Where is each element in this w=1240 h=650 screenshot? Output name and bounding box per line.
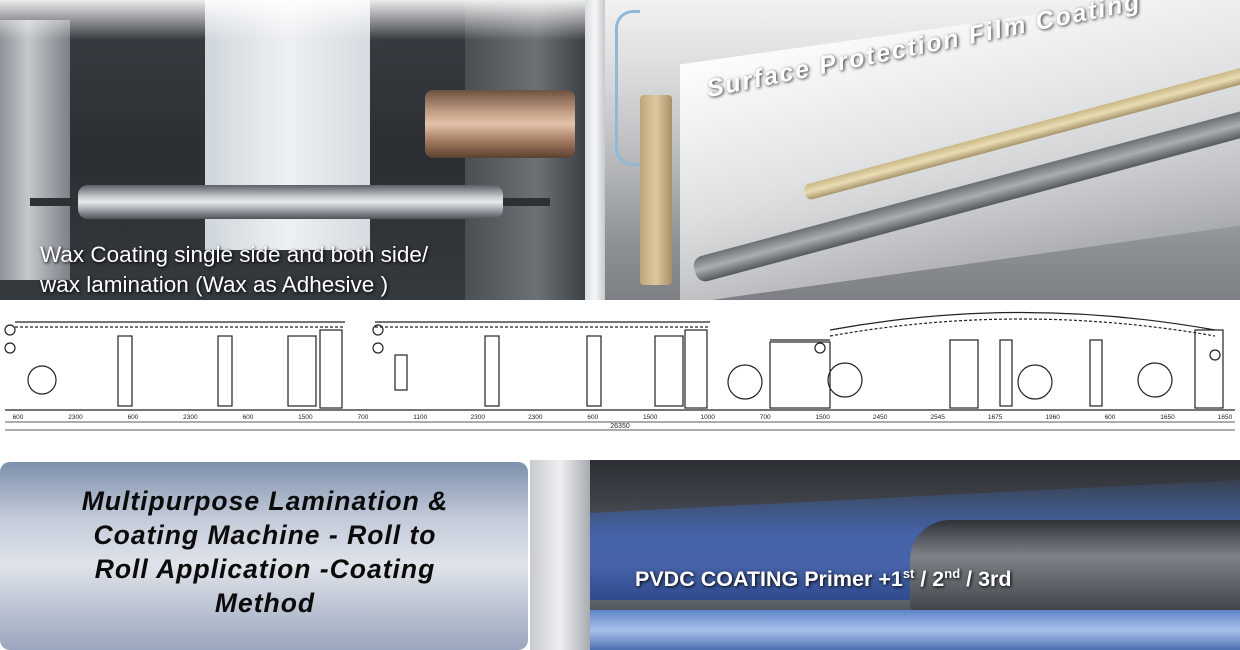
dimension-label: 1000: [700, 414, 715, 421]
dimension-labels: 600 2300 600 2300 600 1500 700 1100 2300 2300 600 1…: [13, 414, 1233, 421]
dimension-label: 600: [13, 414, 24, 421]
dryer-arch: [829, 311, 1216, 331]
air-hose: [615, 10, 640, 166]
dimension-label: 700: [760, 414, 771, 421]
dimension-label: 2300: [68, 414, 83, 421]
chrome-roller: [78, 185, 503, 219]
machine-end-plate: [530, 460, 590, 650]
dryer-arch: [829, 318, 1216, 337]
photo-top-fade: [0, 0, 585, 40]
frame-upright: [654, 335, 684, 407]
machine-drawing-svg: 600 2300 600 2300 600 1500 700 1100 2300 2300 600 1…: [4, 311, 1235, 431]
frame-upright: [586, 335, 602, 407]
frame-upright: [484, 335, 500, 407]
dimension-label: 2300: [183, 414, 198, 421]
frame-upright: [394, 354, 408, 391]
main-title: Multipurpose Lamination & Coating Machin…: [30, 484, 500, 620]
guide-roll: [4, 324, 16, 336]
machine-drawing: 600 2300 600 2300 600 1500 700 1100 2300 2300 600 1…: [0, 300, 1240, 455]
dimension-label: 1500: [815, 414, 830, 421]
machine-frame-left: [0, 20, 70, 280]
blue-roller: [530, 610, 1240, 650]
unwinder-roll: [1137, 362, 1173, 398]
guide-roll: [372, 342, 384, 354]
dimension-label: 700: [357, 414, 368, 421]
machine-post: [585, 0, 605, 305]
guide-roll: [4, 342, 16, 354]
frame-upright: [1089, 339, 1103, 407]
dimension-label: 2300: [528, 414, 543, 421]
coating-head: [319, 329, 343, 409]
main-title-line4: Method: [214, 588, 316, 618]
wax-coating-photo: Wax Coating single side and both side/ w…: [0, 0, 585, 305]
dimension-label: 600: [587, 414, 598, 421]
dimension-label: 1650: [1218, 414, 1233, 421]
coating-head: [684, 329, 708, 409]
copper-roll: [425, 90, 575, 158]
title-box: Multipurpose Lamination & Coating Machin…: [0, 462, 528, 650]
unwinder-roll: [727, 364, 763, 400]
guide-roll: [1209, 349, 1221, 361]
frame-upright: [999, 339, 1013, 407]
wax-caption: Wax Coating single side and both side/ w…: [40, 240, 560, 300]
pvdc-sup-1: st: [902, 566, 915, 581]
dimension-label: 600: [1105, 414, 1116, 421]
wax-caption-line2: wax lamination (Wax as Adhesive ): [40, 272, 389, 297]
dimension-label: 600: [128, 414, 139, 421]
unwinder-roll: [1017, 364, 1053, 400]
pvdc-sep-1: / 2: [914, 567, 945, 592]
pvdc-caption: PVDC COATING Primer +1st / 2nd / 3rd: [635, 566, 1012, 592]
film-coating-photo: [585, 0, 1240, 305]
dimension-label: 1100: [413, 414, 427, 421]
dimension-label: 1960: [1045, 414, 1060, 421]
pvdc-sep-2: / 3rd: [960, 567, 1012, 592]
wooden-bracket: [640, 95, 672, 285]
frame-upright: [287, 335, 317, 407]
coating-head: [949, 339, 979, 409]
pvdc-caption-main: PVDC COATING Primer +1: [635, 567, 903, 592]
dimension-label: 600: [242, 414, 253, 421]
guide-roll: [814, 342, 826, 354]
frame-upright: [117, 335, 133, 407]
dimension-label: 1650: [1160, 414, 1175, 421]
dimension-label: 1500: [298, 414, 313, 421]
coating-head: [1194, 329, 1224, 409]
guide-roll: [372, 324, 384, 336]
unwinder-roll: [27, 365, 57, 395]
dimension-label: 1675: [988, 414, 1003, 421]
dimension-label: 1500: [643, 414, 658, 421]
dimension-label: 2300: [471, 414, 486, 421]
dimension-label: 2450: [873, 414, 888, 421]
main-title-line2: Coating Machine - Roll to: [93, 520, 437, 550]
wax-caption-line1: Wax Coating single side and both side/: [40, 242, 429, 267]
frame-upright: [217, 335, 233, 407]
main-title-line3: Roll Application -Coating: [94, 554, 436, 584]
pvdc-coating-photo: PVDC COATING Primer +1st / 2nd / 3rd: [530, 460, 1240, 650]
pvdc-sup-2: nd: [944, 566, 961, 581]
unwinder-roll: [827, 362, 863, 398]
coating-head: [769, 341, 831, 409]
main-title-line1: Multipurpose Lamination &: [81, 486, 449, 516]
total-length-label: 26350: [610, 423, 630, 430]
dimension-label: 2545: [930, 414, 945, 421]
